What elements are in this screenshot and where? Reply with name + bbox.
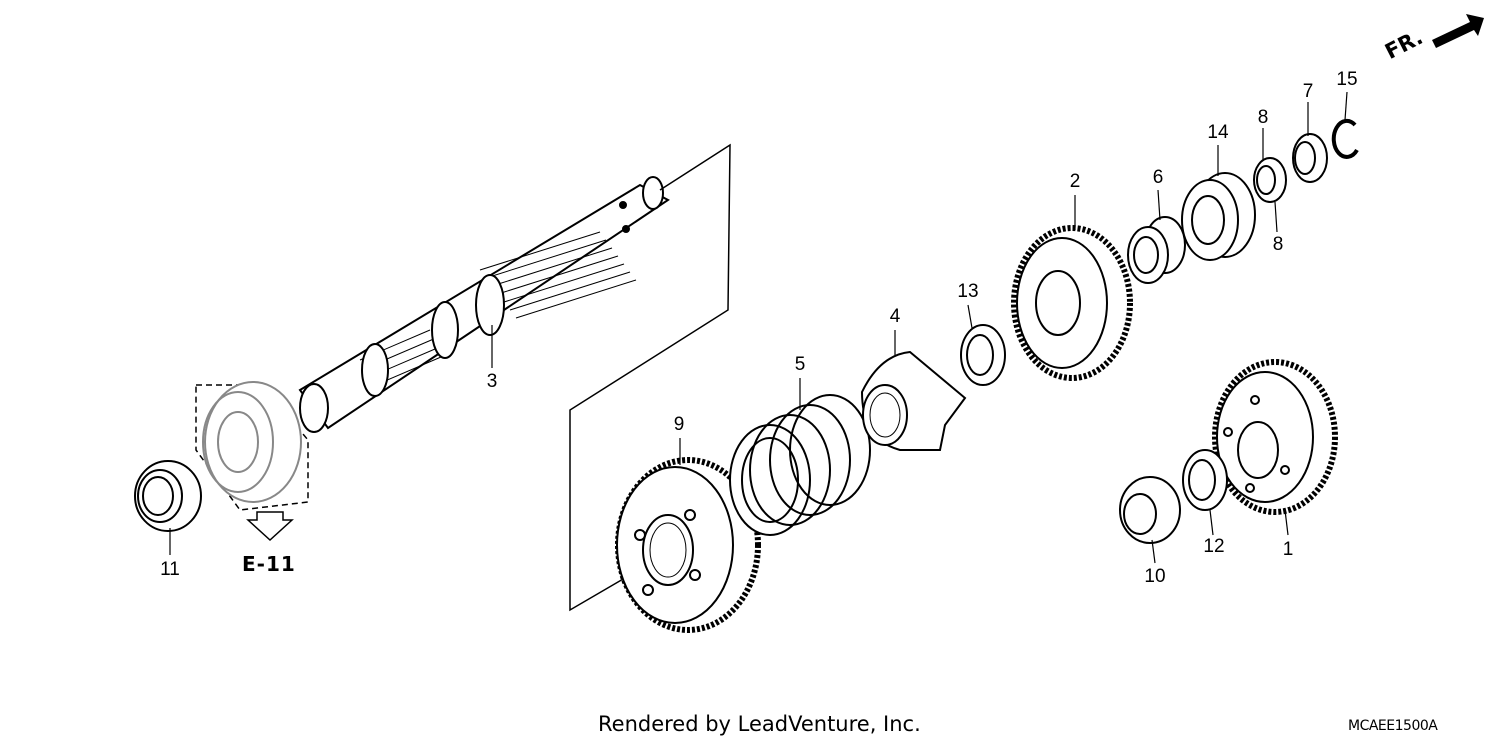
part-13-washer[interactable]	[960, 324, 1006, 386]
part-15-snap-ring[interactable]	[1331, 118, 1359, 159]
part-3-shaft[interactable]	[298, 176, 670, 433]
callout-11: 11	[160, 559, 180, 580]
front-arrow-icon	[1432, 14, 1484, 48]
part-10-nut[interactable]	[1119, 476, 1181, 544]
part-6-collar[interactable]	[1127, 216, 1186, 284]
callout-1: 1	[1282, 539, 1294, 560]
part-4-cam[interactable]	[860, 350, 967, 451]
callout-2: 2	[1069, 171, 1081, 192]
callout-13: 13	[957, 281, 979, 302]
part-11-nut[interactable]	[134, 460, 202, 532]
callout-8-lower: 8	[1272, 234, 1284, 255]
callout-14: 14	[1207, 122, 1229, 143]
part-8-split-bearing[interactable]	[1253, 157, 1287, 203]
callout-7: 7	[1302, 81, 1314, 102]
ref-bearing-e11	[195, 381, 309, 542]
credit-text: Rendered by LeadVenture, Inc.	[598, 712, 921, 736]
reference-label[interactable]: E-11	[242, 552, 296, 576]
callout-5: 5	[794, 354, 806, 375]
part-14-bearing[interactable]	[1181, 172, 1256, 261]
diagram-code: MCAEE1500A	[1348, 718, 1438, 734]
callout-6: 6	[1152, 167, 1164, 188]
part-5-spring[interactable]	[729, 394, 871, 536]
callout-12: 12	[1203, 536, 1225, 557]
callout-4: 4	[889, 306, 901, 327]
part-2-gear[interactable]	[1011, 225, 1133, 381]
callout-10: 10	[1144, 566, 1166, 587]
part-1-gear[interactable]	[1212, 359, 1338, 515]
callout-3: 3	[486, 371, 498, 392]
part-12-washer[interactable]	[1182, 449, 1228, 511]
callout-15: 15	[1336, 69, 1358, 90]
part-9-gear[interactable]	[615, 457, 761, 633]
callout-8-upper: 8	[1257, 107, 1269, 128]
part-7-ring[interactable]	[1292, 133, 1328, 183]
callout-9: 9	[673, 414, 685, 435]
